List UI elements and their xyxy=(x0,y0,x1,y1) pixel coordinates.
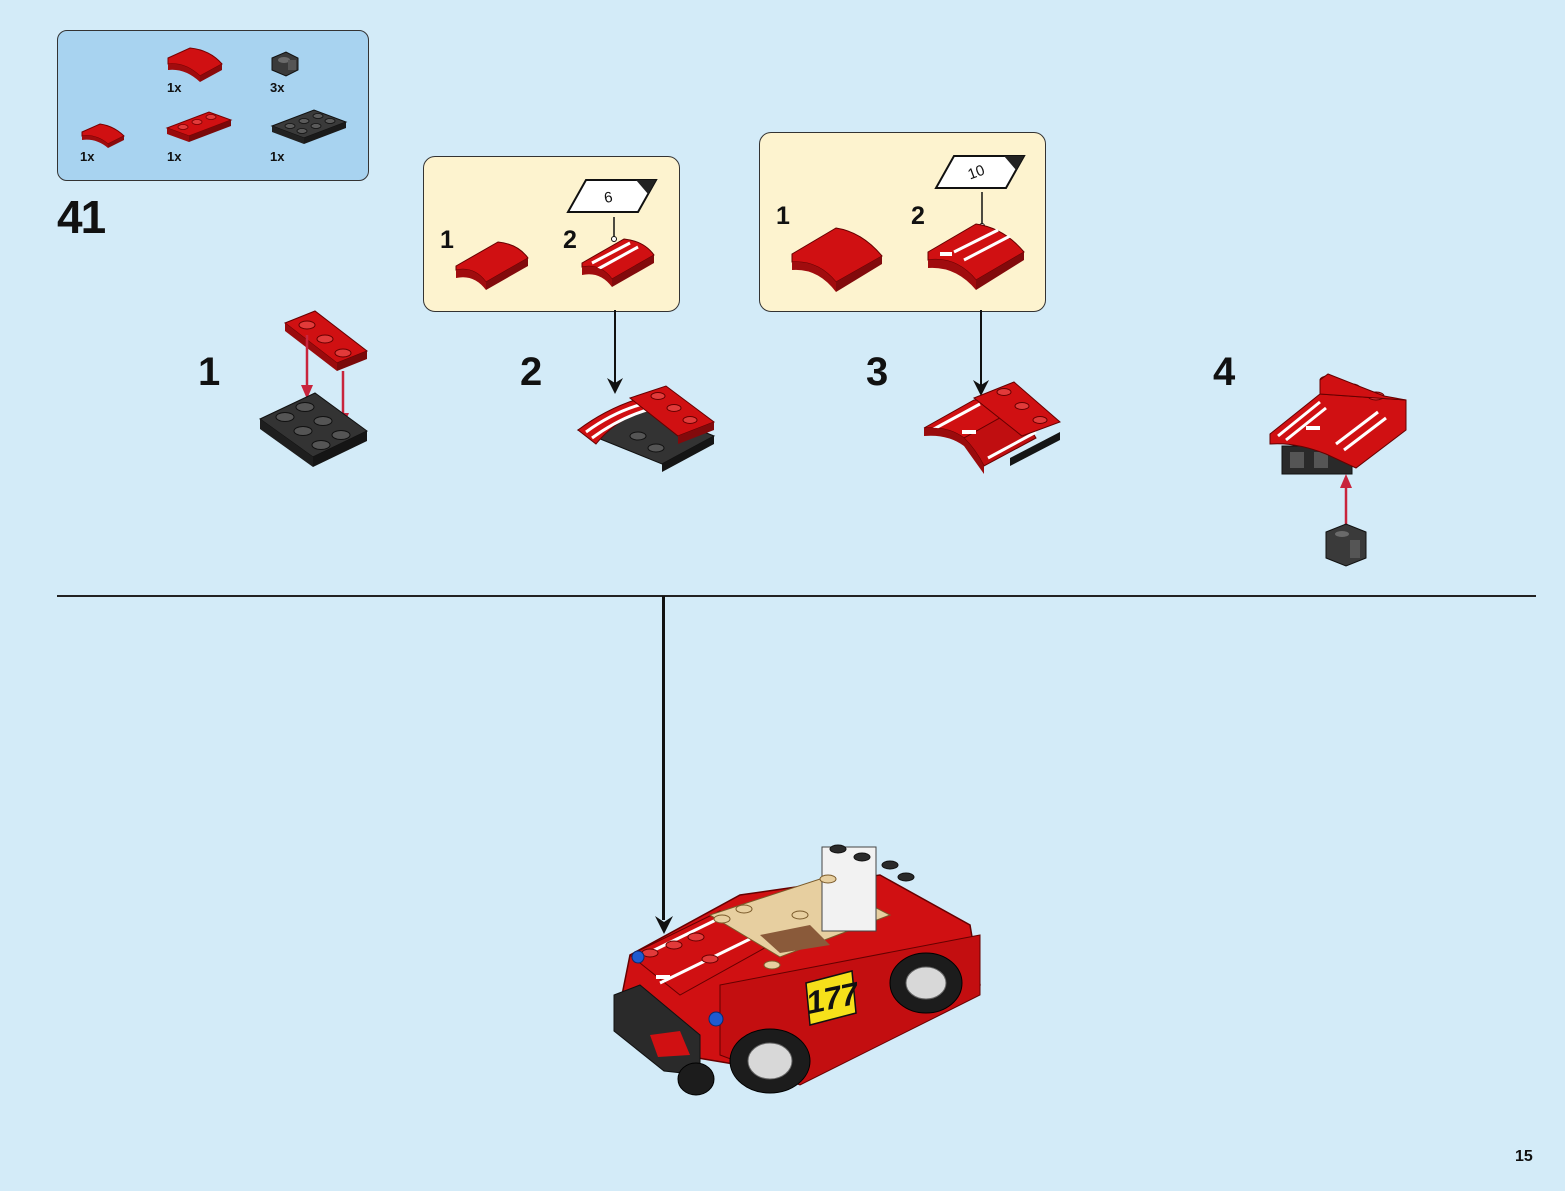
parts-list-box xyxy=(57,30,369,181)
down-arrow-icon xyxy=(973,380,989,396)
substep-number: 3 xyxy=(866,350,889,394)
stickered-slope-icon xyxy=(581,217,655,287)
substep-number: 1 xyxy=(198,350,221,394)
black-bracket-1x1-icon xyxy=(271,51,299,77)
callout-step-number: 2 xyxy=(563,226,577,254)
stickered-slope-icon xyxy=(927,192,1025,290)
down-arrow-icon xyxy=(607,378,623,394)
substep-number: 4 xyxy=(1213,350,1236,394)
qty-label: 1x xyxy=(80,149,95,164)
qty-label: 1x xyxy=(167,80,182,95)
qty-label: 1x xyxy=(270,149,285,164)
race-car-model xyxy=(613,844,981,1096)
red-plate-1x3-icon xyxy=(165,111,233,142)
qty-label: 1x xyxy=(167,149,182,164)
callout-step-number: 1 xyxy=(776,202,790,230)
black-plate-2x3-icon xyxy=(270,109,348,144)
callout-step-number: 1 xyxy=(440,226,454,254)
qty-label: 3x xyxy=(270,80,285,95)
sticker-sheet-icon xyxy=(934,155,1026,189)
red-curved-slope-icon xyxy=(455,241,529,290)
assembly-connector-line xyxy=(662,596,665,920)
substep-2-assembly xyxy=(576,385,716,472)
substep-number: 2 xyxy=(520,350,543,394)
section-divider xyxy=(57,595,1536,597)
callout-connector-line xyxy=(980,310,982,386)
callout-connector-line xyxy=(614,310,616,384)
substep-3-assembly xyxy=(923,381,1061,474)
sticker-sheet-icon xyxy=(566,179,658,213)
down-arrow-icon xyxy=(655,916,673,934)
page-number: 15 xyxy=(1515,1148,1533,1165)
substep-4-assembly xyxy=(1269,373,1407,567)
red-curved-slope-2x2-icon xyxy=(791,227,883,292)
red-curved-slope-2x2-icon xyxy=(167,47,223,82)
step-number: 41 xyxy=(57,191,106,243)
substep-1-assembly xyxy=(259,310,369,467)
red-curved-slope-1x2-icon xyxy=(81,123,125,148)
callout-step-number: 2 xyxy=(911,202,925,230)
